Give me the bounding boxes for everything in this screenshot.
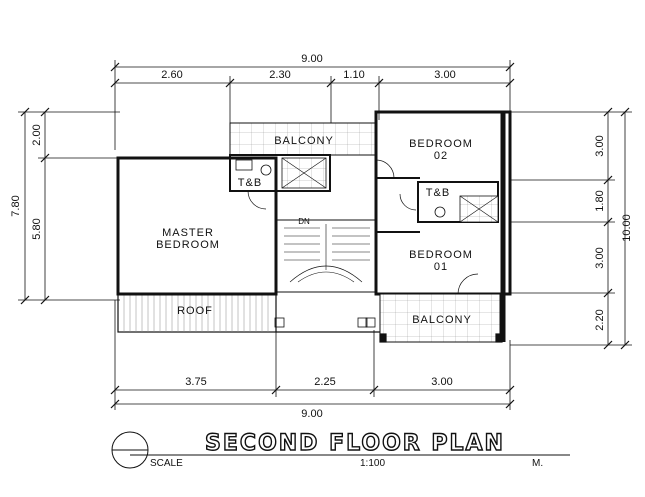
- scale-unit: M.: [532, 458, 543, 469]
- master-bedroom-label-1: MASTER: [162, 227, 214, 239]
- dim-left-inner-2: 5.80: [31, 218, 43, 239]
- dim-right-seg-1: 3.00: [594, 135, 606, 156]
- dim-bottom-seg-2: 2.25: [314, 376, 335, 388]
- master-bedroom: MASTER BEDROOM: [156, 227, 220, 251]
- dim-top-seg-3: 1.10: [343, 69, 364, 81]
- stair-dn-label: DN: [298, 217, 310, 226]
- dim-top-seg-1: 2.60: [161, 69, 182, 81]
- bedroom-02-label-1: BEDROOM: [409, 138, 473, 150]
- tb-left-label: T&B: [238, 177, 262, 189]
- dim-bottom-seg-1: 3.75: [185, 376, 206, 388]
- bedroom-01-label-2: 01: [434, 261, 448, 273]
- dim-right-seg-4: 2.20: [594, 309, 606, 330]
- dim-top-total: 9.00: [301, 53, 322, 65]
- dim-left-outer: 7.80: [10, 195, 22, 216]
- balcony-top-label: BALCONY: [274, 135, 334, 147]
- plan-title: SECOND FLOOR PLAN: [205, 431, 505, 456]
- plan-walls: [116, 110, 512, 343]
- roof-label: ROOF: [177, 305, 213, 317]
- tb-right-label: T&B: [426, 187, 450, 199]
- title-block: SECOND FLOOR PLAN SCALE 1:100 M.: [111, 430, 570, 469]
- scale-value: 1:100: [360, 458, 385, 469]
- scale-label: SCALE: [150, 458, 183, 469]
- dim-right-total: 10.00: [621, 214, 633, 242]
- master-bedroom-label-2: BEDROOM: [156, 239, 220, 251]
- dim-bottom-seg-3: 3.00: [431, 376, 452, 388]
- dim-right-seg-3: 3.00: [594, 247, 606, 268]
- dim-top-seg-2: 2.30: [269, 69, 290, 81]
- dim-top-seg-4: 3.00: [434, 69, 455, 81]
- balcony-bottom-label: BALCONY: [412, 314, 472, 326]
- dim-right-seg-2: 1.80: [594, 190, 606, 211]
- dimension-lines: [18, 60, 632, 410]
- bedroom-02-label-2: 02: [434, 150, 448, 162]
- dim-bottom-total: 9.00: [301, 408, 322, 420]
- bedroom-01-label-1: BEDROOM: [409, 249, 473, 261]
- dim-left-inner-1: 2.00: [31, 124, 43, 145]
